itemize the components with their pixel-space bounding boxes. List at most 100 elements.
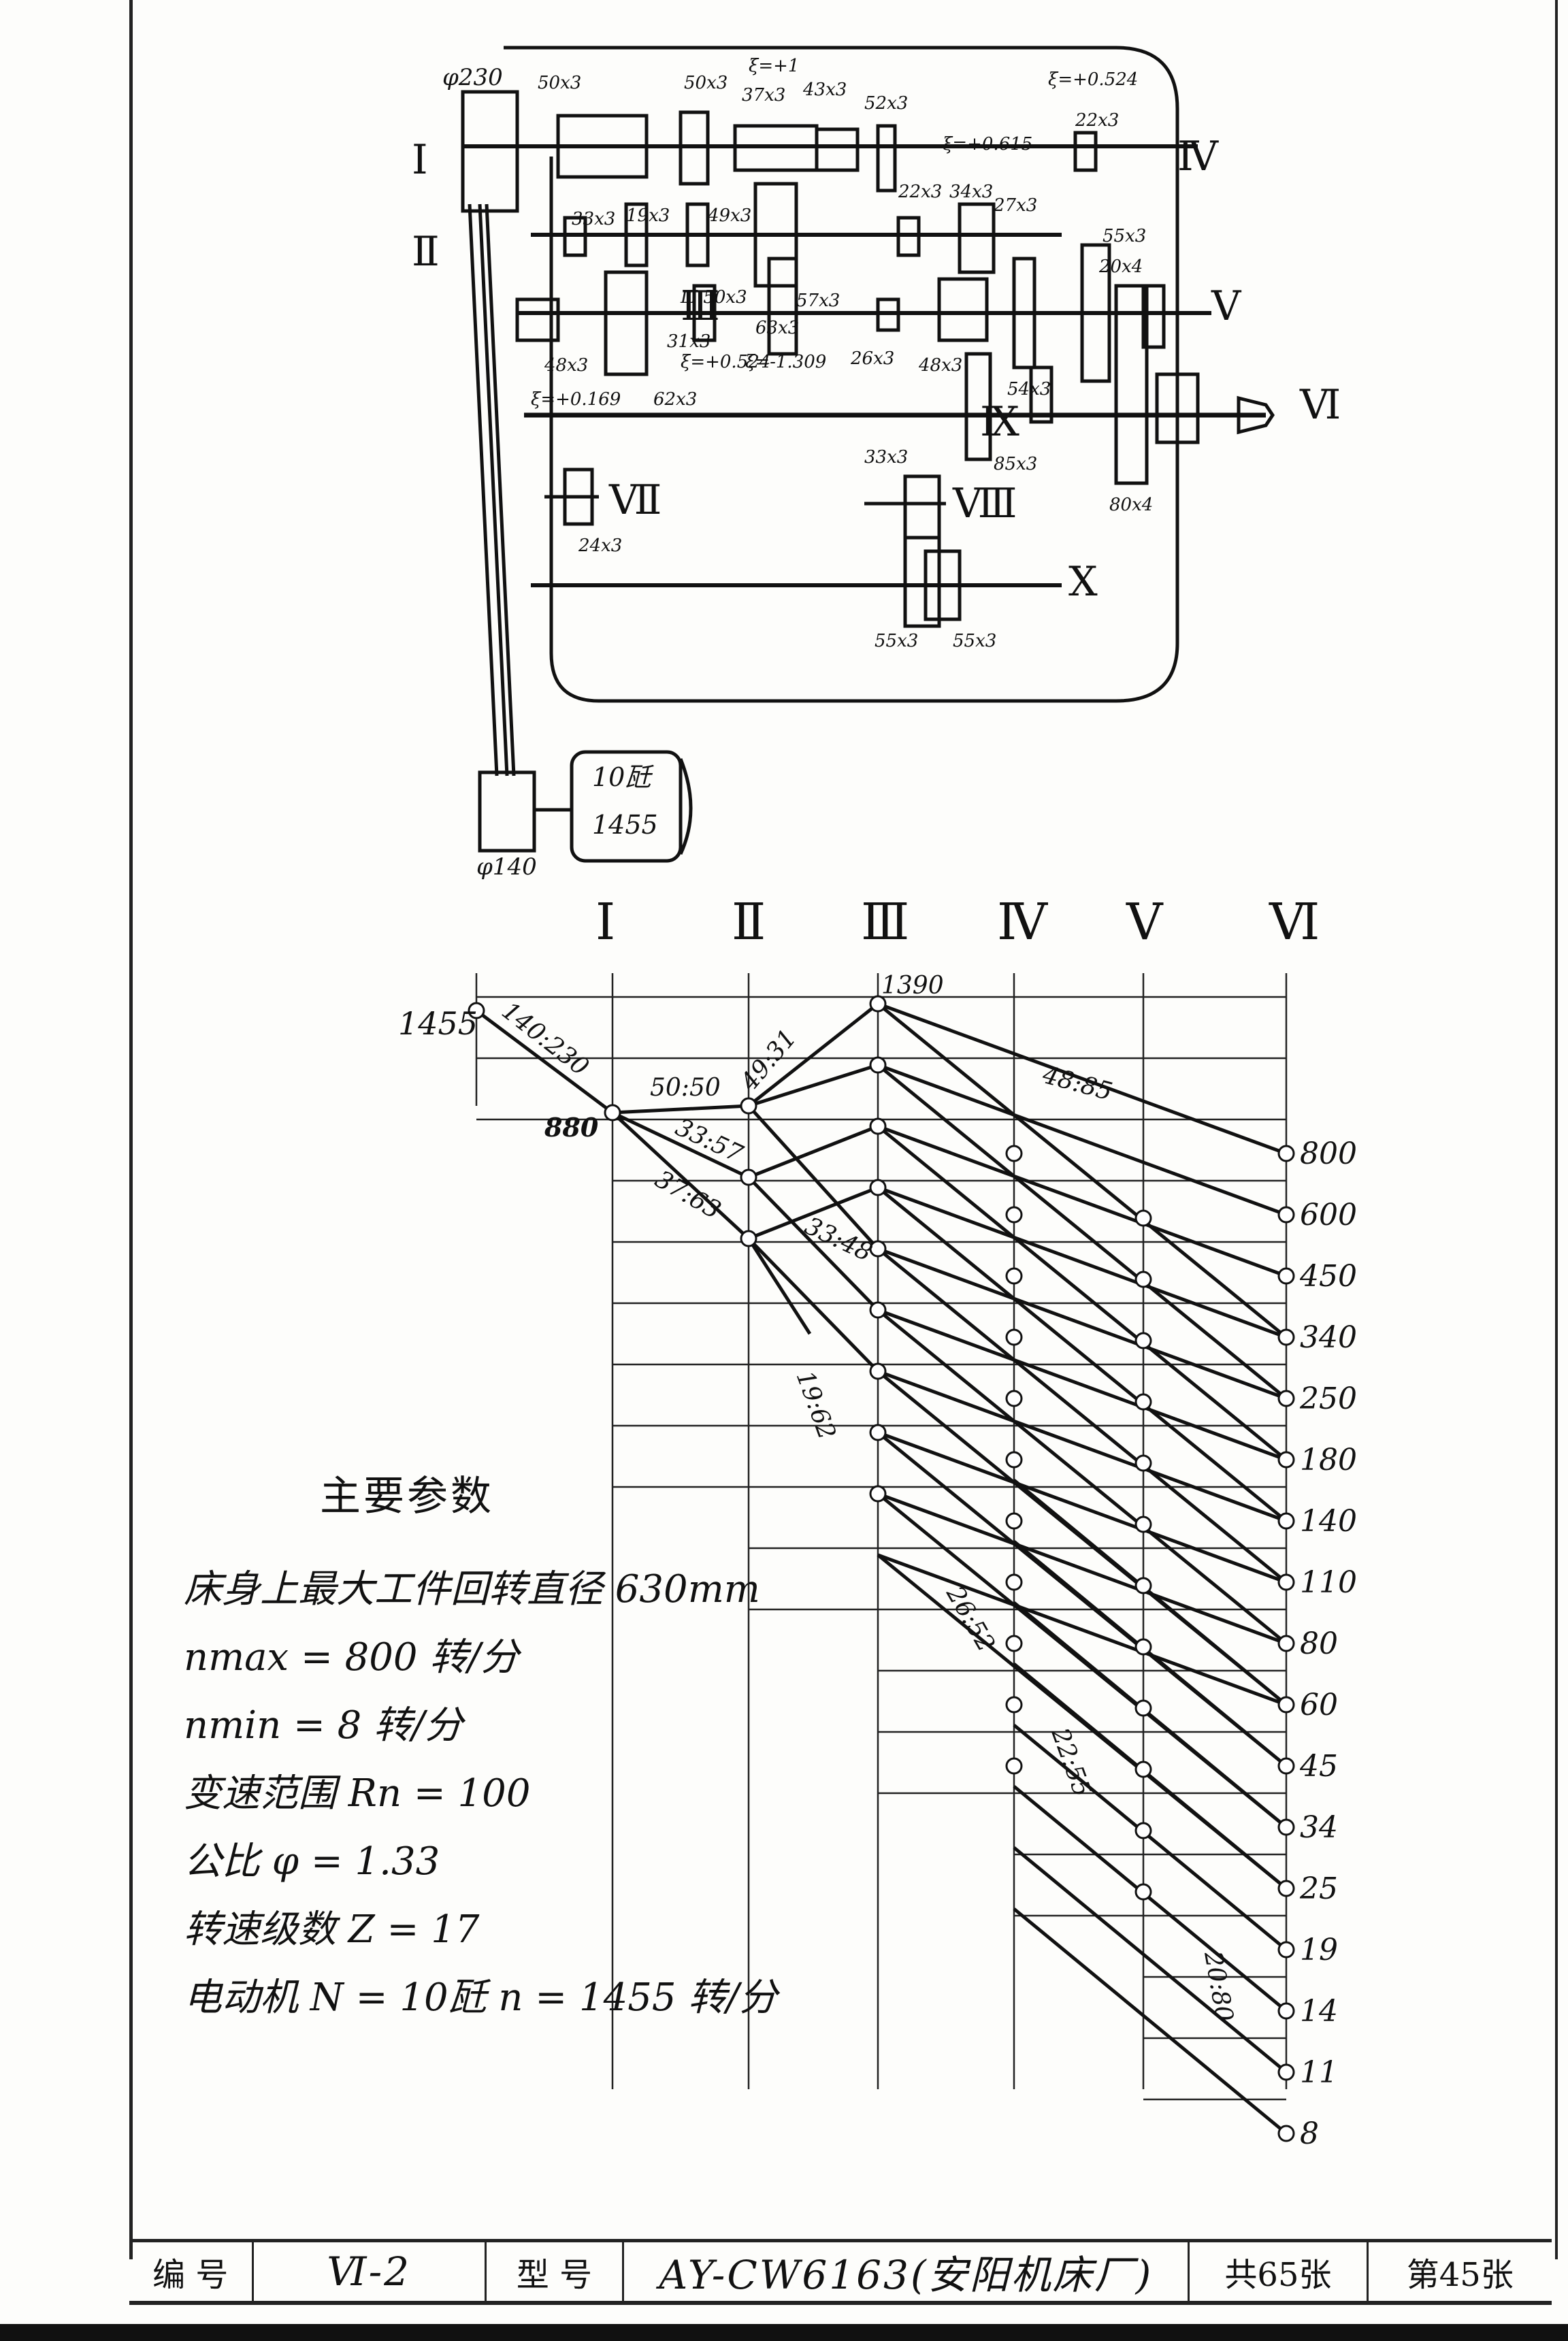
speed-node	[1277, 1757, 1295, 1775]
speed-node	[1277, 1267, 1295, 1285]
speed-node	[1134, 1699, 1152, 1717]
chart-shaft-label: Ⅱ	[732, 893, 766, 951]
belt-line	[468, 203, 499, 776]
shaft-label: Ⅷ	[952, 480, 1017, 527]
shaft-label: Ⅲ	[681, 282, 720, 330]
speed-node	[1134, 1822, 1152, 1839]
output-speed-label: 19	[1300, 1933, 1338, 1967]
ratio-line	[747, 1002, 879, 1107]
ratio-line	[1013, 1785, 1288, 2012]
ratio-line	[747, 1237, 812, 1335]
speed-node	[1134, 1271, 1152, 1288]
speed-node	[869, 1056, 887, 1074]
speed-node	[1005, 1573, 1023, 1591]
ratio-line	[748, 1185, 879, 1241]
ratio-line	[1013, 1479, 1288, 1706]
output-speed-label: 45	[1299, 1749, 1338, 1784]
speed-node	[1277, 1451, 1295, 1469]
gear-label: 33x3	[864, 447, 908, 468]
shaft3-max-label: 1390	[881, 972, 944, 1000]
gear-label: ξ=+0.524	[1048, 69, 1138, 90]
gear-label: 24x3	[578, 536, 622, 556]
output-speed-label: 140	[1300, 1504, 1357, 1539]
speed-node	[869, 1117, 887, 1135]
ratio-line	[612, 1104, 749, 1115]
speed-node	[1277, 2002, 1295, 2020]
speed-node	[1277, 1206, 1295, 1224]
gear-label: 43x3	[802, 80, 847, 100]
ratio-line	[877, 1185, 1287, 1339]
gear-label: 48x3	[544, 355, 588, 376]
gear-label: Ⅲ 50x3	[680, 287, 747, 308]
ratio-line	[1013, 1540, 1288, 1767]
gear-label: 55x3	[875, 631, 918, 651]
output-speed-label: 60	[1300, 1688, 1338, 1722]
speed-node	[869, 995, 887, 1013]
model-value: AY-CW6163(安阳机床厂)	[624, 2242, 1190, 2301]
gear-label: 85x3	[994, 454, 1037, 474]
chart-shaft-label: Ⅳ	[997, 893, 1049, 951]
speed-node	[869, 1301, 887, 1319]
ratio-line	[877, 1125, 1288, 1461]
gear-label: 57x3	[796, 291, 840, 311]
drawing-frame	[129, 0, 1558, 2259]
gear-label: ξ=+1	[749, 56, 799, 76]
speed-node	[1005, 1512, 1023, 1530]
ratio-label: 50:50	[650, 1074, 721, 1102]
speed-node	[869, 1424, 887, 1441]
speed-node	[869, 1362, 887, 1380]
gear-label: 37x3	[742, 85, 785, 105]
output-speed-label: 250	[1299, 1381, 1357, 1416]
speed-node	[1005, 1328, 1023, 1346]
ratio-line	[877, 1186, 1288, 1522]
ratio-label: 19:62	[791, 1367, 841, 1443]
speed-node	[1005, 1451, 1023, 1469]
gear-label: 54x3	[1007, 379, 1051, 399]
gear-label: 19x3	[626, 206, 670, 226]
gear-label: 49x3	[707, 206, 751, 226]
speed-node	[1005, 1206, 1023, 1224]
output-speed-label: 180	[1300, 1443, 1357, 1477]
ratio-label: 48:85	[1039, 1061, 1115, 1107]
speed-node	[1005, 1757, 1023, 1775]
speed-node	[1277, 1328, 1295, 1346]
gear-label: 48x3	[918, 355, 962, 376]
speed-node	[1005, 1390, 1023, 1407]
speed-node	[1134, 1332, 1152, 1349]
params-title: 主要参数	[320, 1473, 494, 1520]
speed-node	[1277, 2125, 1295, 2142]
output-speed-label: 11	[1300, 2055, 1338, 2090]
param-row: 电动机 N = 10瓩 n = 1455 转/分	[184, 1976, 778, 2020]
speed-node	[1134, 1638, 1152, 1656]
shaft-label: Ⅱ	[412, 228, 440, 276]
speed-node	[1134, 1516, 1152, 1533]
ratio-label: 20:80	[1198, 1948, 1239, 2023]
gear-label: 63x3	[755, 318, 799, 338]
ratio-line	[877, 1309, 1288, 1645]
ratio-line	[1013, 1724, 1288, 1951]
ratio-line	[747, 1104, 879, 1250]
speed-node	[1134, 1209, 1152, 1227]
gear-label: 33x3	[572, 209, 615, 229]
param-row: nmin = 8 转/分	[184, 1703, 463, 1748]
shaft-label: Ⅹ	[1068, 558, 1098, 606]
pulley-bottom	[478, 770, 536, 853]
speed-node	[740, 1168, 757, 1186]
ratio-line	[1013, 1601, 1288, 1829]
ratio-line	[611, 1111, 750, 1240]
gear-label: 34x3	[949, 182, 993, 202]
param-row: 床身上最大工件回转直径 630mm	[184, 1567, 760, 1611]
output-speed-label: 34	[1300, 1810, 1338, 1845]
output-speed-label: 340	[1300, 1320, 1357, 1355]
ratio-label: 22:55	[1045, 1724, 1096, 1800]
speed-node	[1277, 1818, 1295, 1836]
speed-node	[740, 1097, 757, 1115]
shaft-label: Ⅰ	[412, 136, 428, 184]
speed-node	[1134, 1761, 1152, 1778]
gear-label: 22x3	[1075, 110, 1119, 131]
shaft-label: Ⅸ	[980, 398, 1019, 446]
ratio-line	[877, 1430, 1287, 1584]
speed-node	[1277, 1696, 1295, 1714]
